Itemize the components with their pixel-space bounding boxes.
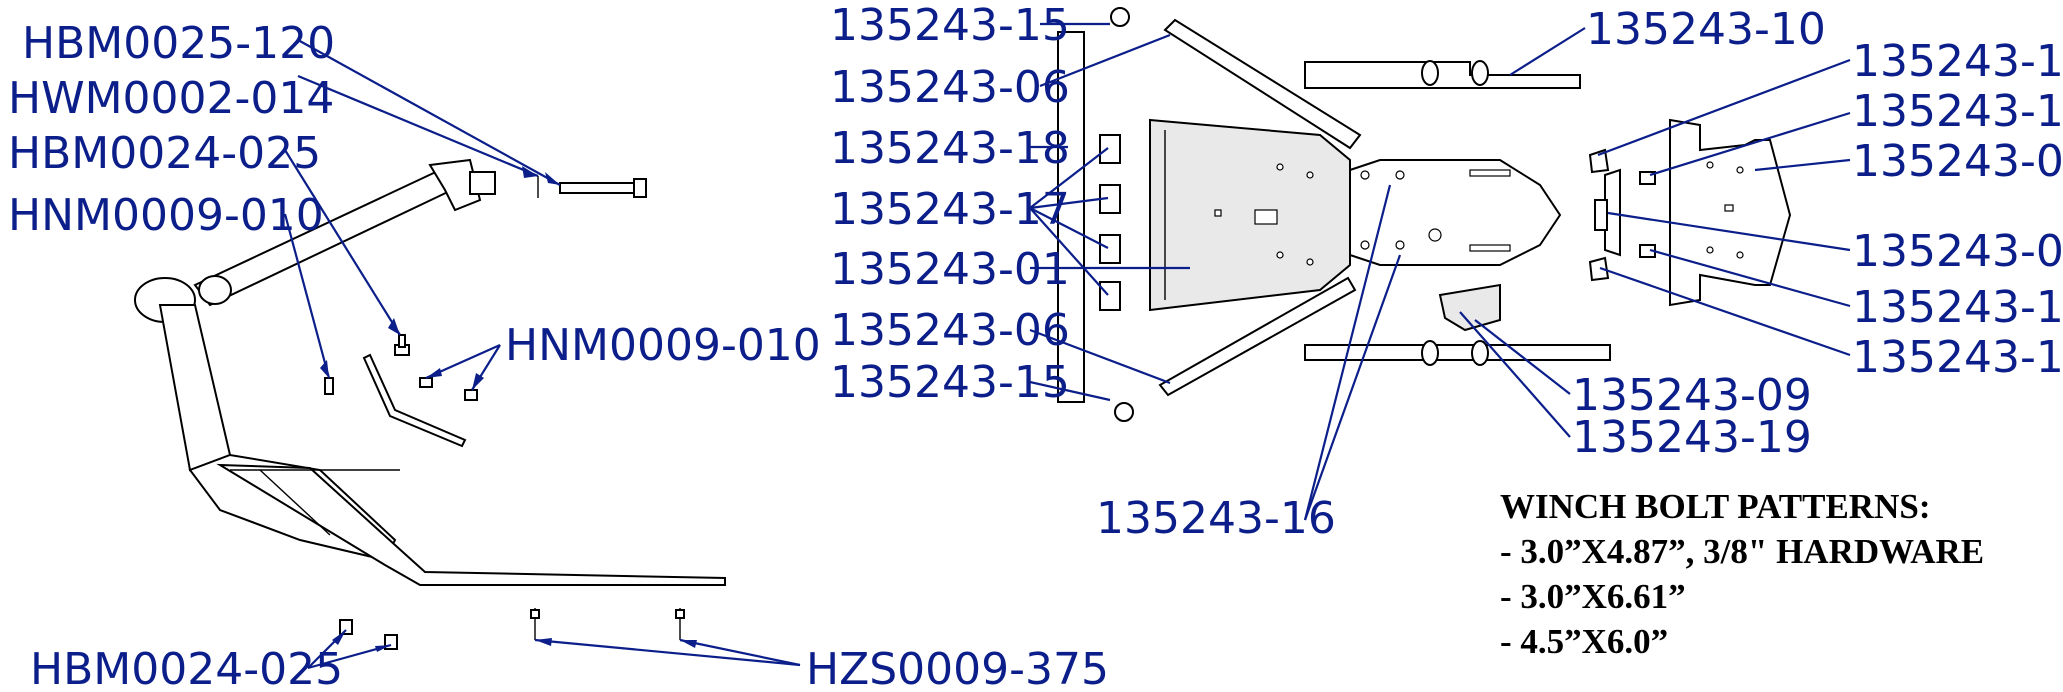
notes-line-1: - 3.0”X4.87”, 3/8" HARDWARE <box>1500 532 1984 571</box>
callout-135243-13-top: 135243-13 <box>1852 86 2063 137</box>
callout-hbm0024-025-top: HBM0024-025 <box>8 128 321 179</box>
bolt-hbm0024-upper <box>394 334 410 356</box>
notes-line-3: - 4.5”X6.0” <box>1500 622 1668 661</box>
callout-labels: HBM0025-120 HWM0002-014 HBM0024-025 HNM0… <box>8 0 2063 692</box>
bolt-hbm0024-lower-a <box>339 619 353 635</box>
callout-135243-17: 135243-17 <box>830 184 1070 235</box>
callout-135243-19: 135243-19 <box>1572 412 1812 463</box>
callout-135243-15-bottom: 135243-15 <box>830 357 1070 408</box>
callout-135243-18: 135243-18 <box>830 123 1070 174</box>
nut-hnm0009-b <box>419 377 433 388</box>
winch-bolt-notes: WINCH BOLT PATTERNS: - 3.0”X4.87”, 3/8" … <box>1500 487 1984 661</box>
callout-135243-13-bottom: 135243-13 <box>1852 282 2063 333</box>
callout-135243-06-bottom: 135243-06 <box>830 305 1070 356</box>
top-view-frame <box>1057 7 1792 422</box>
callout-135243-16: 135243-16 <box>1096 493 1336 544</box>
callout-hbm0024-025-bottom: HBM0024-025 <box>30 644 343 692</box>
callout-135243-14-top: 135243-14 <box>1852 36 2063 87</box>
notes-title: WINCH BOLT PATTERNS: <box>1500 487 1930 526</box>
nut-hnm0009-c <box>464 389 478 401</box>
nut-hnm0009-a <box>324 377 334 395</box>
leader-lines <box>283 22 1851 670</box>
callout-135243-05: 135243-05 <box>1852 136 2063 187</box>
callout-135243-15-top: 135243-15 <box>830 0 1070 51</box>
callout-135243-06-top: 135243-06 <box>830 62 1070 113</box>
callout-135243-08: 135243-08 <box>1852 226 2063 277</box>
callout-135243-01: 135243-01 <box>830 244 1070 295</box>
notes-line-2: - 3.0”X6.61” <box>1500 577 1686 616</box>
callout-135243-10: 135243-10 <box>1586 4 1826 55</box>
callout-hnm0009-010-left: HNM0009-010 <box>8 190 324 241</box>
callout-hbm0025-120: HBM0025-120 <box>22 18 335 69</box>
callout-hzs0009-375: HZS0009-375 <box>806 644 1109 692</box>
side-view-frame <box>134 158 726 650</box>
stud-hzs-b <box>675 608 685 640</box>
callout-hwm0002-014: HWM0002-014 <box>8 73 334 124</box>
stud-hzs-a <box>530 608 540 640</box>
callout-135243-14-bottom: 135243-14 <box>1852 332 2063 383</box>
callout-hnm0009-010-mid: HNM0009-010 <box>505 320 821 371</box>
callout-135243-09: 135243-09 <box>1572 370 1812 421</box>
